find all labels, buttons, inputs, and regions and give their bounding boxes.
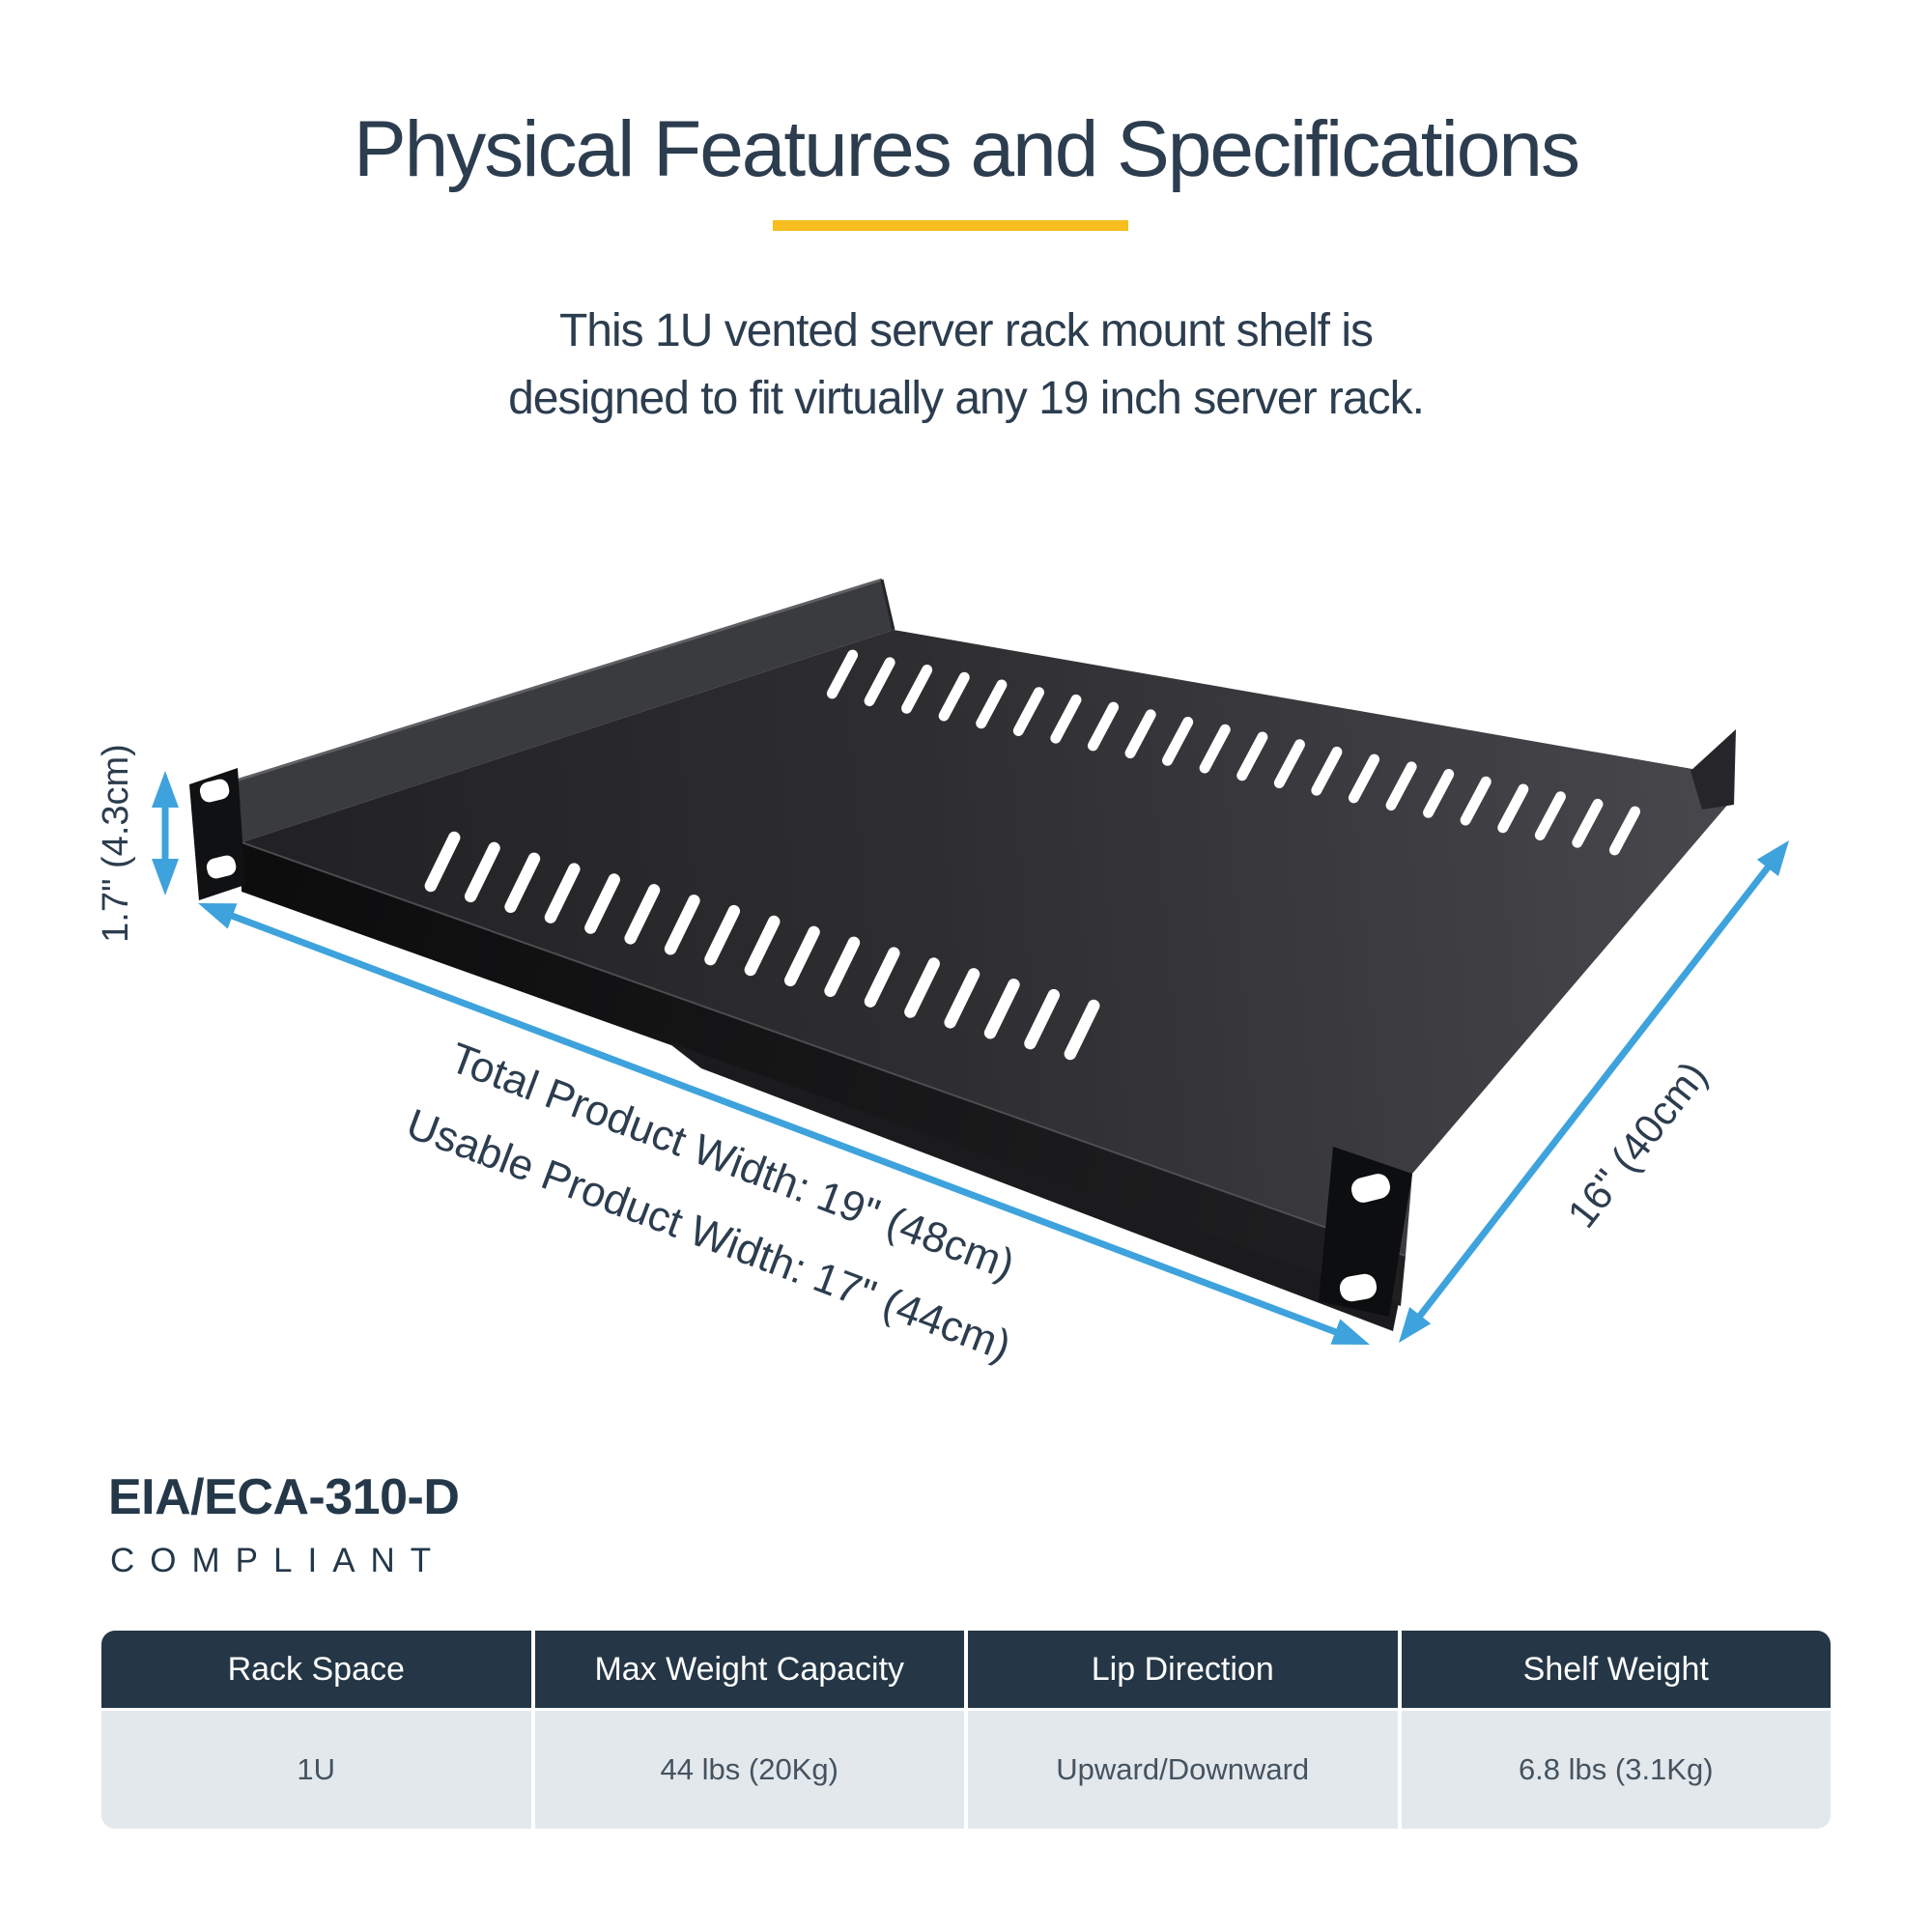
vent-slot [1050, 694, 1082, 744]
spec-value: Upward/Downward [968, 1711, 1398, 1829]
spec-header: Rack Space [101, 1631, 531, 1708]
vent-slot [504, 852, 541, 913]
vent-slot [864, 657, 895, 707]
vent-slot [1124, 709, 1156, 759]
compliance-standard: EIA/ECA-310-D [108, 1469, 460, 1525]
vent-slot [783, 925, 820, 987]
left-ear-hole-bottom [206, 855, 237, 879]
intro-line-2: designed to fit virtually any 19 inch se… [508, 373, 1425, 424]
vent-slot [744, 915, 781, 977]
vent-slot [1162, 717, 1194, 766]
vent-slot [1199, 724, 1231, 774]
left-mounting-ear [189, 768, 245, 900]
vent-slot [1572, 798, 1604, 848]
vent-slot [901, 665, 933, 714]
vent-slot [1064, 999, 1100, 1061]
vent-slot [938, 671, 970, 722]
height-dimension-arrow [152, 771, 179, 895]
width-dimension-arrow [198, 903, 1370, 1345]
vent-slot [1385, 761, 1417, 811]
vent-slot [704, 904, 741, 966]
depth-dimension-arrow [1399, 840, 1789, 1343]
vent-slot [944, 968, 980, 1029]
vent-slot [1273, 739, 1305, 788]
vent-slot [864, 947, 900, 1008]
shelf-front-edge [241, 841, 1406, 1331]
vent-slot [624, 884, 661, 945]
vent-slot [1024, 988, 1061, 1050]
spec-header: Lip Direction [968, 1631, 1398, 1708]
vent-slot [824, 936, 861, 997]
right-ear-hole-bottom [1339, 1273, 1378, 1302]
shelf-back-lip [229, 578, 895, 842]
vent-slot [584, 873, 620, 934]
vent-slot [1348, 753, 1380, 804]
vent-slot [1423, 769, 1455, 818]
spec-col-max-weight: Max Weight Capacity 44 lbs (20Kg) [530, 1631, 964, 1829]
intro-text: This 1U vented server rack mount shelf i… [0, 298, 1932, 433]
vent-slots-rear [826, 649, 1641, 856]
spec-value: 44 lbs (20Kg) [534, 1711, 964, 1829]
shelf-rear-fin [1690, 729, 1736, 810]
vent-slot [1608, 806, 1641, 856]
compliance-label: COMPLIANT [110, 1542, 447, 1579]
spec-col-rack-space: Rack Space 1U [101, 1631, 531, 1829]
vent-slot [1460, 776, 1492, 826]
spec-header: Shelf Weight [1401, 1631, 1831, 1708]
spec-table: Rack Space 1U Max Weight Capacity 44 lbs… [101, 1631, 1831, 1829]
vent-slot [904, 957, 940, 1018]
intro-line-1: This 1U vented server rack mount shelf i… [558, 305, 1374, 356]
vent-slots-front [424, 831, 1100, 1061]
vent-slot [1497, 783, 1529, 834]
right-ear-hole-top [1350, 1174, 1391, 1203]
spec-col-shelf-weight: Shelf Weight 6.8 lbs (3.1Kg) [1397, 1631, 1831, 1829]
height-dimension-label: 1.7" (4.3cm) [96, 744, 136, 943]
title-divider [773, 220, 1128, 231]
vent-slot [1087, 701, 1120, 752]
vent-slot [983, 979, 1020, 1039]
vent-slot [544, 863, 581, 923]
page-title: Physical Features and Specifications [353, 105, 1580, 193]
vent-slot [976, 679, 1008, 729]
vent-slot [464, 841, 500, 903]
spec-header: Max Weight Capacity [534, 1631, 964, 1708]
vent-slot [424, 831, 461, 893]
vent-slot [1012, 687, 1044, 736]
vent-slot [1534, 791, 1566, 840]
vent-slot [1236, 731, 1268, 781]
spec-value: 1U [101, 1711, 531, 1829]
spec-col-lip-direction: Lip Direction Upward/Downward [964, 1631, 1398, 1829]
vent-slot [1311, 746, 1343, 796]
left-ear-hole-top [199, 779, 230, 803]
vent-slot [664, 895, 700, 955]
right-mounting-ear [1319, 1147, 1412, 1317]
spec-value: 6.8 lbs (3.1Kg) [1401, 1711, 1831, 1829]
vent-slot [826, 649, 859, 699]
